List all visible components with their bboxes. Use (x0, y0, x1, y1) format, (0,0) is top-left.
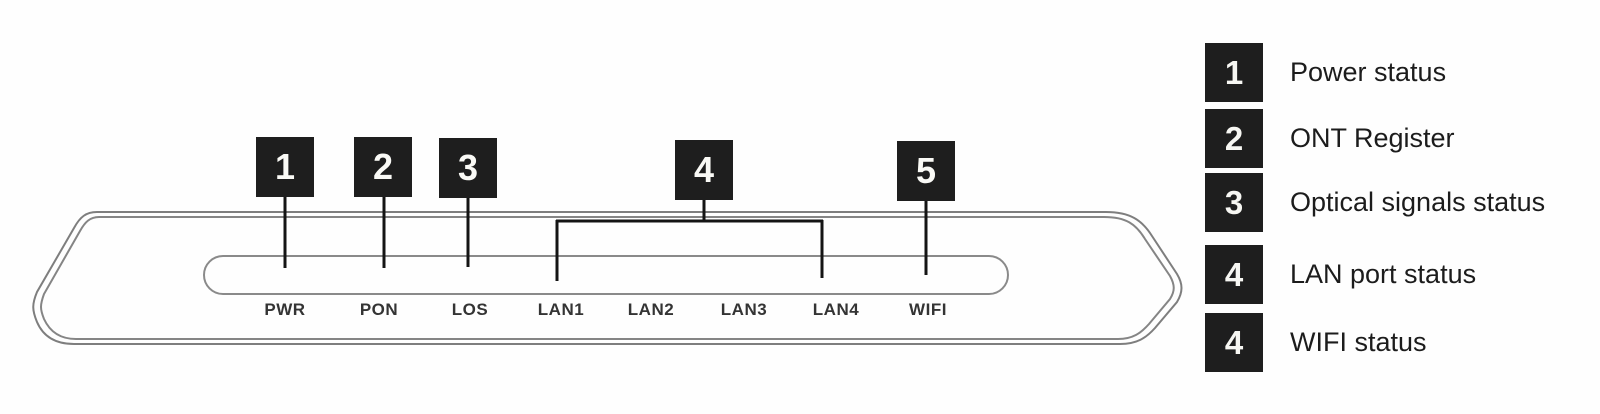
legend-row-lan-port: 4 LAN port status (1205, 245, 1476, 304)
led-label-pon: PON (359, 300, 399, 319)
legend-label: Power status (1290, 57, 1447, 87)
callout-box-2: 2 (354, 137, 412, 197)
callout-leader-lines (283, 196, 928, 281)
led-label-lan1: LAN1 (537, 300, 585, 319)
led-label-wifi: WIFI (909, 300, 947, 319)
led-label-los: LOS (451, 300, 489, 319)
legend-label: WIFI status (1290, 327, 1427, 357)
device-outline-inner (40, 216, 1175, 340)
legend-row-ont-register: 2 ONT Register (1205, 109, 1455, 168)
callout-box-5: 5 (897, 141, 955, 201)
led-label-lan2: LAN2 (627, 300, 675, 319)
legend-row-wifi: 4 WIFI status (1205, 313, 1427, 372)
legend-row-power: 1 Power status (1205, 43, 1446, 102)
legend-number-box: 2 (1205, 109, 1263, 168)
callout-box-3: 3 (439, 138, 497, 198)
legend-row-optical-signals: 3 Optical signals status (1205, 173, 1545, 232)
legend-label: ONT Register (1290, 123, 1455, 153)
led-label-pwr: PWR (264, 300, 306, 319)
legend-number-box: 1 (1205, 43, 1263, 102)
led-label-lan3: LAN3 (720, 300, 768, 319)
led-label-lan4: LAN4 (812, 300, 860, 319)
callout-box-4: 4 (675, 140, 733, 200)
legend-label: LAN port status (1290, 259, 1477, 289)
callout-box-1: 1 (256, 137, 314, 197)
device-outline-outer (32, 211, 1183, 345)
legend-number-box: 4 (1205, 313, 1263, 372)
led-strip-outline (203, 255, 1009, 295)
legend-number-box: 3 (1205, 173, 1263, 232)
legend-label: Optical signals status (1290, 187, 1546, 217)
legend-number-box: 4 (1205, 245, 1263, 304)
